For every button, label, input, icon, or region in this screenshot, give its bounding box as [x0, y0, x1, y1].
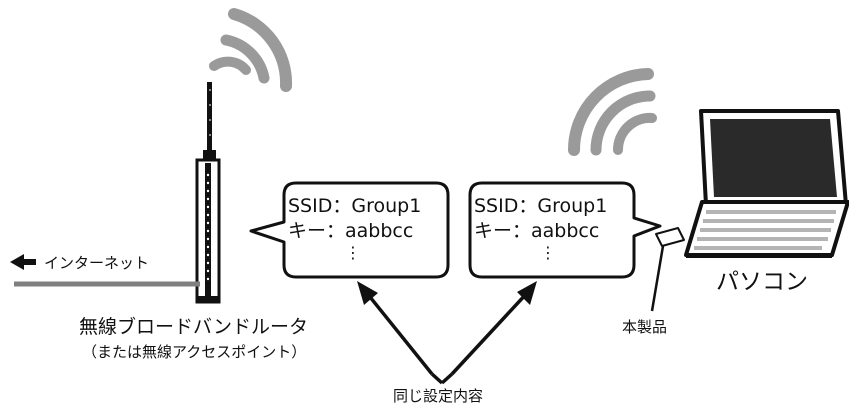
- router-sublabel: （または無線アクセスポイント）: [82, 343, 307, 361]
- internet-arrow-icon: [10, 254, 36, 270]
- product-adapter-icon: [650, 227, 685, 312]
- left-bubble-ssid: SSID：Group1: [288, 195, 422, 217]
- left-bubble-key: キー：aabbcc: [288, 220, 414, 242]
- same-settings-label: 同じ設定内容: [393, 387, 484, 405]
- pc-wifi-icon: [568, 68, 657, 156]
- router-icon: [195, 82, 221, 304]
- same-settings-arrows: [357, 281, 537, 385]
- right-bubble-ellipsis: ⋮: [540, 243, 556, 262]
- left-bubble-ellipsis: ⋮: [345, 243, 361, 262]
- router-wifi-icon: [209, 8, 293, 92]
- right-bubble-shape: [468, 181, 662, 279]
- pc-label: パソコン: [716, 269, 808, 295]
- left-bubble-shape: [249, 181, 450, 279]
- router-label: 無線ブロードバンドルータ: [79, 316, 308, 338]
- product-label: 本製品: [622, 318, 668, 336]
- right-bubble-ssid: SSID：Group1: [474, 195, 608, 217]
- laptop-icon: [684, 109, 849, 258]
- right-bubble-key: キー：aabbcc: [474, 220, 600, 242]
- internet-label: インターネット: [44, 254, 150, 272]
